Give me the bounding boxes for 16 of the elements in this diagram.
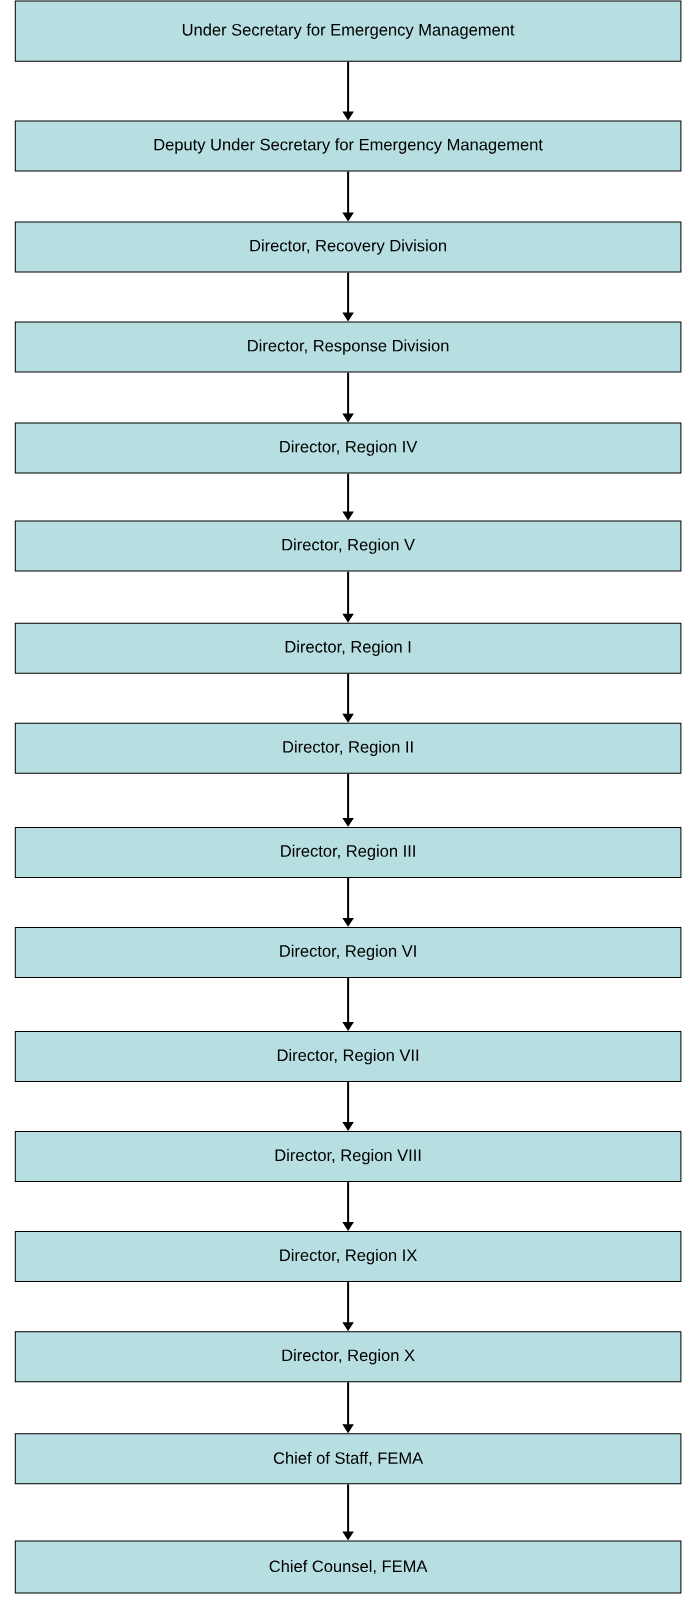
position-box: Director, Region IX xyxy=(14,1231,682,1283)
position-box: Director, Region IV xyxy=(14,422,682,474)
position-box: Director, Response Division xyxy=(14,321,682,373)
position-box: Director, Region VI xyxy=(14,926,682,978)
position-box: Director, Region I xyxy=(14,622,682,674)
position-box: Director, Region III xyxy=(14,826,682,878)
position-box: Chief Counsel, FEMA xyxy=(14,1540,682,1594)
position-box: Director, Region X xyxy=(14,1331,682,1383)
position-box: Deputy Under Secretary for Emergency Management xyxy=(14,120,682,172)
position-box: Chief of Staff, FEMA xyxy=(14,1433,682,1485)
position-box: Under Secretary for Emergency Management xyxy=(14,0,682,62)
position-box: Director, Region V xyxy=(14,520,682,572)
position-box: Director, Region II xyxy=(14,722,682,774)
position-box: Director, Region VII xyxy=(14,1031,682,1083)
position-box: Director, Recovery Division xyxy=(14,221,682,273)
position-box: Director, Region VIII xyxy=(14,1131,682,1183)
